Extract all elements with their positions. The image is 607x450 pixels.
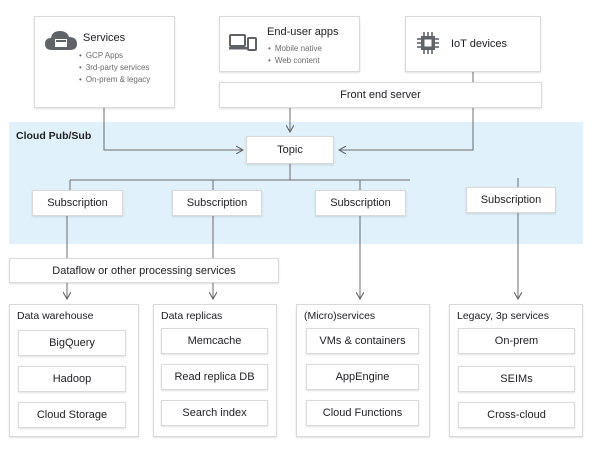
laptop-phone-icon [229,34,257,57]
dataflow-box: Dataflow or other processing services [9,258,279,283]
cloud-functions-box: Cloud Functions [306,400,419,426]
topic-box: Topic [246,136,334,164]
enduser-list: Mobile native Web content [268,43,322,67]
cloud-storage-box: Cloud Storage [18,402,126,428]
chip-icon [417,32,439,59]
pubsub-title: Cloud Pub/Sub [16,130,92,142]
appengine-box: AppEngine [306,364,419,390]
group-title: Legacy, 3p services [457,310,550,322]
subscription-box: Subscription [172,190,262,216]
vms-containers-box: VMs & containers [306,328,419,354]
memcache-box: Memcache [161,328,268,354]
read-replica-db-box: Read replica DB [161,364,268,390]
subscription-box: Subscription [315,190,406,216]
list-item: Web content [268,55,322,67]
bigquery-box: BigQuery [18,330,126,356]
hadoop-box: Hadoop [18,366,126,392]
group-title: Data warehouse [17,310,94,322]
list-item: 3rd-party services [79,62,150,74]
group-title: (Micro)services [304,310,376,322]
cloud-icon [44,28,78,57]
subscription-box: Subscription [32,190,123,216]
seims-box: SEIMs [458,366,575,392]
services-list: GCP Apps 3rd-party services On-prem & le… [79,50,150,86]
on-prem-box: On-prem [458,328,575,354]
group-title: Data replicas [161,310,223,322]
cross-cloud-box: Cross-cloud [458,402,575,428]
list-item: On-prem & legacy [79,74,150,86]
list-item: Mobile native [268,43,322,55]
subscription-box: Subscription [466,187,556,213]
front-end-server-box: Front end server [219,82,542,108]
services-title: Services [83,32,126,44]
list-item: GCP Apps [79,50,150,62]
search-index-box: Search index [161,400,268,426]
enduser-title: End-user apps [267,26,339,38]
iot-title: IoT devices [451,38,508,50]
